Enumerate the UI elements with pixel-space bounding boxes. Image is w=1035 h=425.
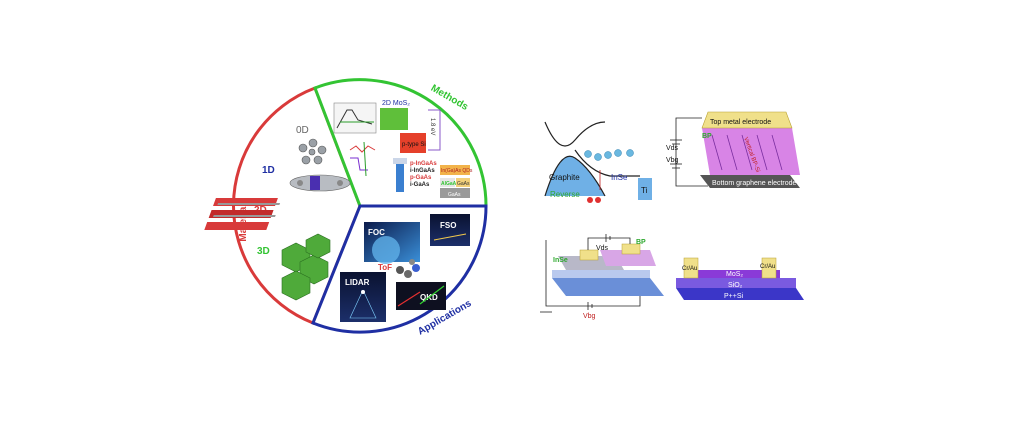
panel-a-graphite-label: Graphite [549, 173, 580, 182]
gaas-label-2: GaAs [448, 192, 461, 198]
fso-label: FSO [440, 221, 456, 230]
panel-b-bottom-label: Bottom graphene electrode [712, 180, 797, 187]
panel-c-lateral-device: InSe BP Vds Vbg [540, 234, 664, 320]
substrate-slab-top [552, 270, 650, 278]
panel-b-vds-label: Vds [666, 145, 679, 152]
panel-b-bp-label: BP [702, 133, 712, 140]
panel-c-inse-label: InSe [553, 257, 568, 264]
panel-c-bp-label: BP [636, 239, 646, 246]
hole-dots [587, 197, 601, 203]
dim-3d-label: 3D [257, 246, 270, 257]
band-plot-inset [334, 103, 376, 133]
panel-d-mos2-fet: P++Si SiO₂ MoS₂ Cr/Au Cr/Au [676, 258, 804, 300]
stack-layer-2: i-InGaAs [410, 168, 435, 174]
qd-label: In(Ga)As QDs [441, 168, 473, 174]
panel-b-top-label: Top metal electrode [710, 119, 771, 126]
pie-diagram: Materials Methods Applications 0D 1D 2D … [204, 80, 486, 338]
electron-dots [585, 150, 634, 161]
ptype-si-label: p-type Si [402, 142, 426, 148]
panel-a-band-diagram: Graphite Reverse InSe Ti [545, 122, 652, 203]
ev-label: 1.8 eV [429, 118, 435, 135]
dim-0d-label: 0D [296, 125, 309, 136]
substrate-slab [552, 278, 664, 296]
nanotube-molecule [290, 175, 350, 191]
panel-a-reverse-label: Reverse [550, 190, 580, 199]
panel-d-psi-label: P++Si [724, 293, 744, 300]
panel-a-ti-label: Ti [641, 186, 648, 195]
foc-label: FOC [368, 228, 385, 237]
fso-tile: FSO [430, 214, 470, 246]
stack-layer-1: p-InGaAs [410, 161, 437, 167]
panel-b-vertical-device: Top metal electrode BP Vertical BP-Si Bo… [666, 112, 800, 188]
panel-b-vbg-label: Vbg [666, 157, 679, 164]
stack-layer-3: p-GaAs [410, 175, 432, 181]
panel-d-crau-left-label: Cr/Au [682, 266, 697, 272]
foc-tile: FOC [364, 222, 420, 264]
panel-d-mos2-label: MoS₂ [726, 271, 743, 278]
panel-d-sio2-label: SiO₂ [728, 282, 743, 289]
lidar-label: LIDAR [345, 278, 370, 287]
stack-layer-4: i-GaAs [410, 182, 430, 188]
mos2-lattice [380, 108, 408, 130]
qkd-tile: QKD [396, 282, 446, 310]
panel-a-inse-label: InSe [611, 173, 628, 182]
tof-label: ToF [378, 263, 392, 272]
graphite-dirac-cone [545, 122, 605, 146]
mos2-label: 2D MoS₂ [382, 100, 410, 107]
panel-c-vds-label: Vds [596, 245, 609, 252]
panel-d-crau-right-label: Cr/Au [760, 264, 775, 270]
gaas-label-1: GaAs [457, 181, 470, 187]
panel-c-vbg-label: Vbg [583, 313, 596, 320]
lidar-tile: LIDAR [340, 272, 386, 322]
dim-1d-label: 1D [262, 165, 275, 176]
